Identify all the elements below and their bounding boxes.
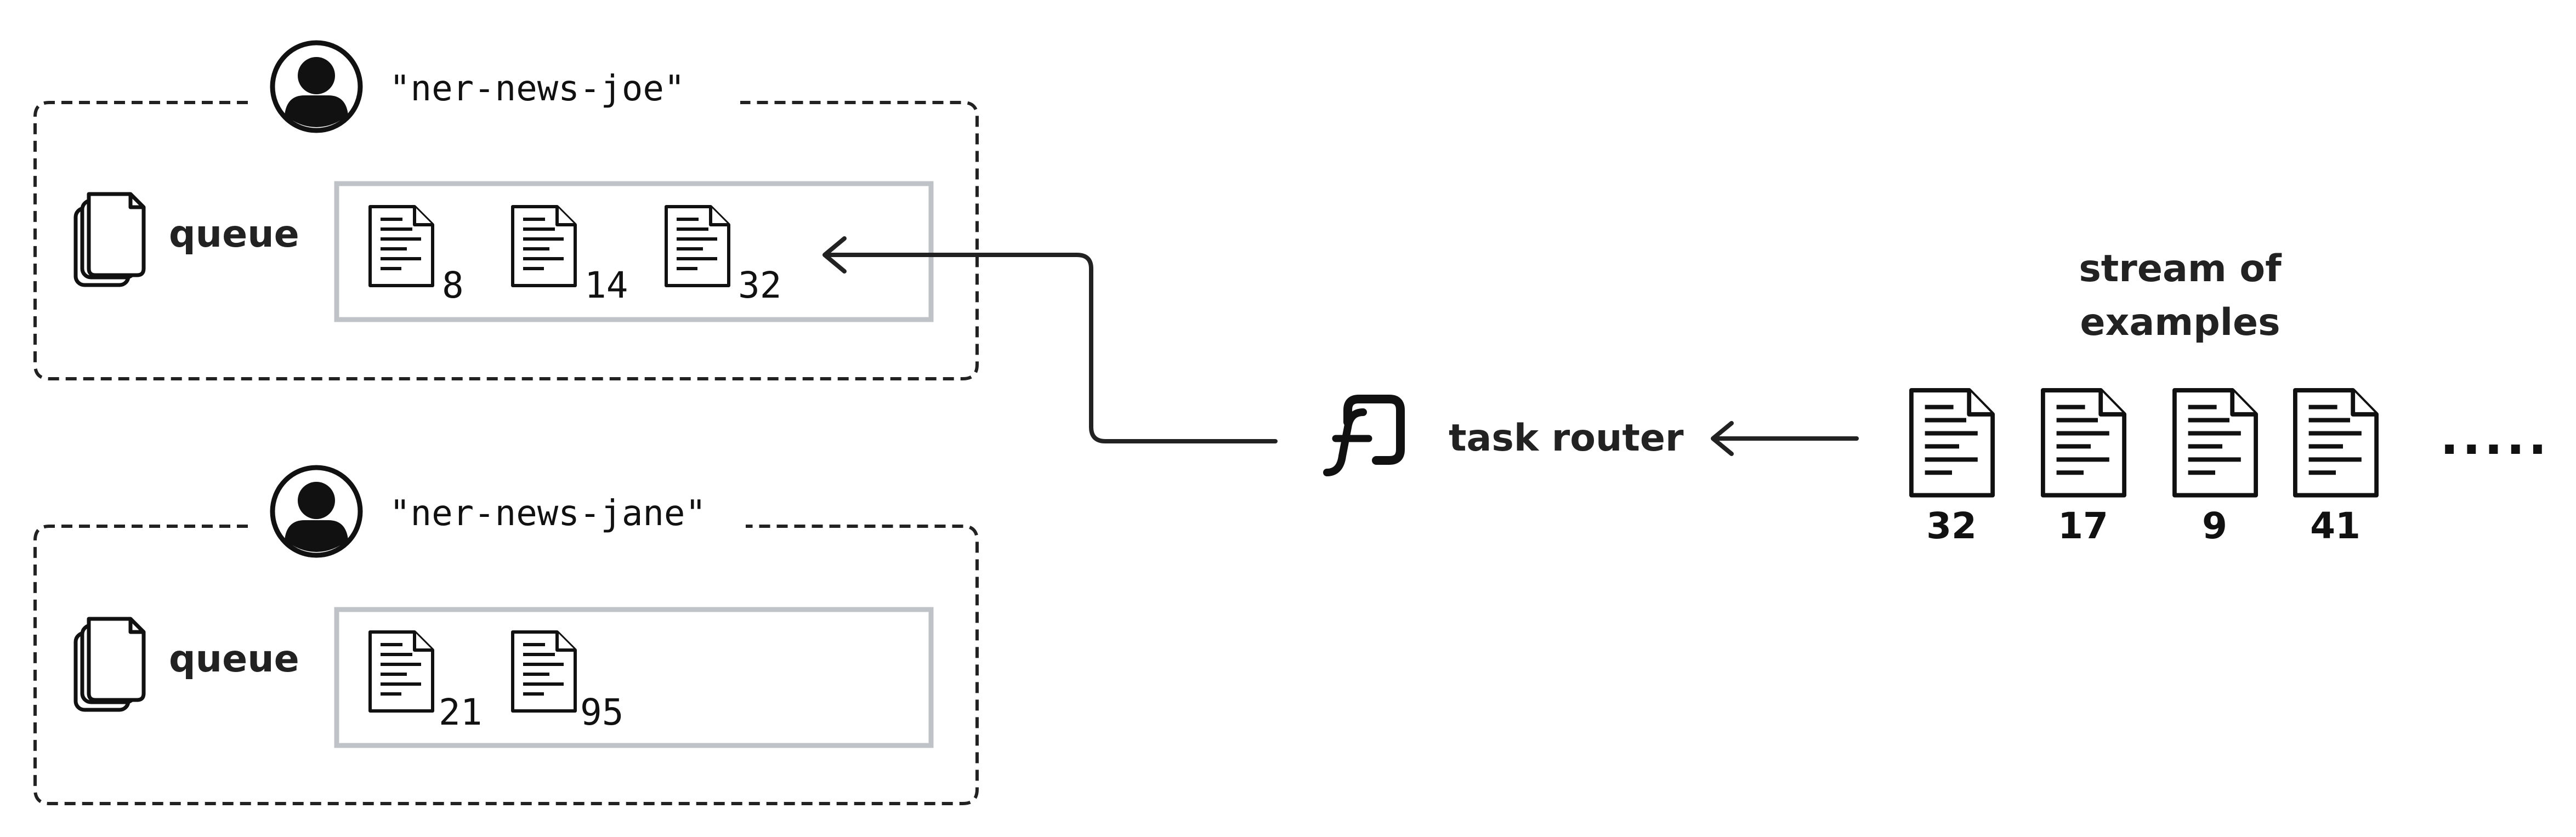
arrowhead-icon [1711,421,1734,456]
queue-item: 32 [666,207,781,306]
stream-title-line-1: stream of [2079,247,2282,291]
stream-ellipsis: ..... [2440,408,2550,466]
queue-stack-icon [76,619,144,710]
stream-item: 32 [1911,390,1993,547]
stream-item-id: 17 [2058,505,2108,547]
router-label: task router [1449,417,1684,460]
queue-stack-icon [76,194,144,285]
queue-item: 8 [370,207,464,306]
user-avatar-icon [273,468,360,555]
stream-item-id: 41 [2310,505,2361,547]
document-icon [370,207,433,286]
document-icon [666,207,729,286]
document-icon [370,632,433,711]
queue-label: queue [169,213,299,256]
queue-item: 21 [370,632,482,733]
function-icon [1323,395,1405,476]
stream-item-id: 32 [1926,505,1977,547]
document-icon [513,632,575,711]
queue-item: 14 [513,207,628,306]
queue-item-id: 32 [738,264,781,306]
queue-label: queue [169,637,299,681]
queue-item: 95 [513,632,623,733]
queue-box [334,181,934,322]
document-icon [2295,390,2376,496]
example-stream: stream of examples 32 17 9 41 ..... [1911,247,2550,547]
stream-item: 17 [2043,390,2124,547]
user-panel-jane: "ner-news-jane" queue 21 95 [33,468,979,805]
queue-box [334,607,934,748]
document-icon [1911,390,1993,496]
stream-item: 9 [2175,390,2256,547]
queue-item-id: 14 [585,264,628,306]
arrowhead-icon [822,236,847,274]
queue-item-id: 8 [442,264,464,306]
document-icon [2043,390,2124,496]
user-panel-border [33,101,979,380]
user-panel-joe: "ner-news-joe" queue 8 14 32 [33,43,979,380]
stream-item: 41 [2295,390,2376,547]
queue-item-id: 95 [580,691,623,733]
document-icon [2175,390,2256,496]
document-icon [513,207,575,286]
task-router: task router [822,236,1684,476]
stream-title-line-2: examples [2080,301,2280,344]
router-to-queue-arrow [826,253,1278,443]
stream-item-id: 9 [2202,505,2227,547]
user-name: "ner-news-joe" [389,69,685,109]
user-name: "ner-news-jane" [389,493,706,534]
user-panel-border [33,525,979,805]
queue-item-id: 21 [439,691,482,733]
user-avatar-icon [273,43,360,130]
